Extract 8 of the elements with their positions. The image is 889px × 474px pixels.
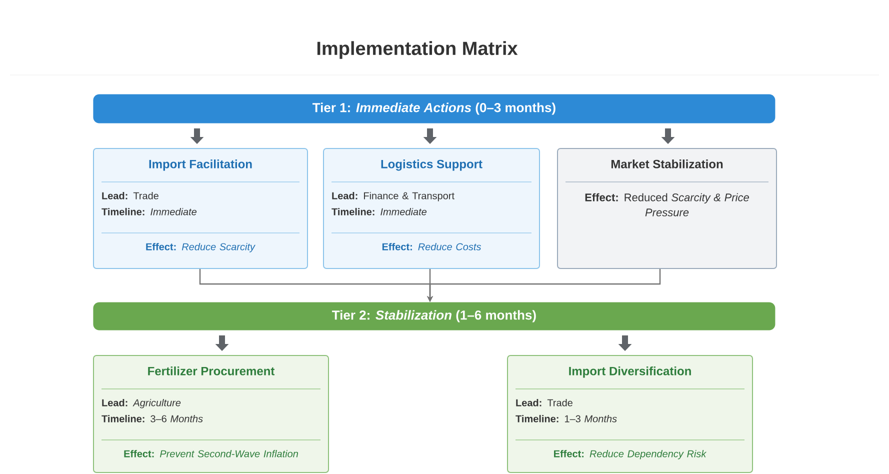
action-card: Market Stabilization Effect: Reduced Scarcity & Price Pressure	[557, 148, 777, 269]
action-card: Fertilizer Procurement Lead: Agriculture Timeline: 3–6 Months Effect: Prevent Second-Wave Inflation	[93, 355, 329, 473]
action-card: Import Diversification Lead: Trade Timeline: 1–3 Months Effect: Reduce Dependency Risk	[507, 355, 753, 473]
action-card: Import Facilitation Lead: Trade Timeline: Immediate Effect: Reduce Scarcity	[93, 148, 308, 269]
diagram-title: Implementation Matrix	[317, 41, 518, 59]
action-card: Logistics Support Lead: Finance & Transport Timeline: Immediate Effect: Reduce Costs	[323, 148, 540, 269]
tier-banner: Tier 1: Immediate Actions (0–3 months)	[93, 94, 776, 124]
tier-banner: Tier 2: Stabilization (1–6 months)	[93, 302, 776, 330]
